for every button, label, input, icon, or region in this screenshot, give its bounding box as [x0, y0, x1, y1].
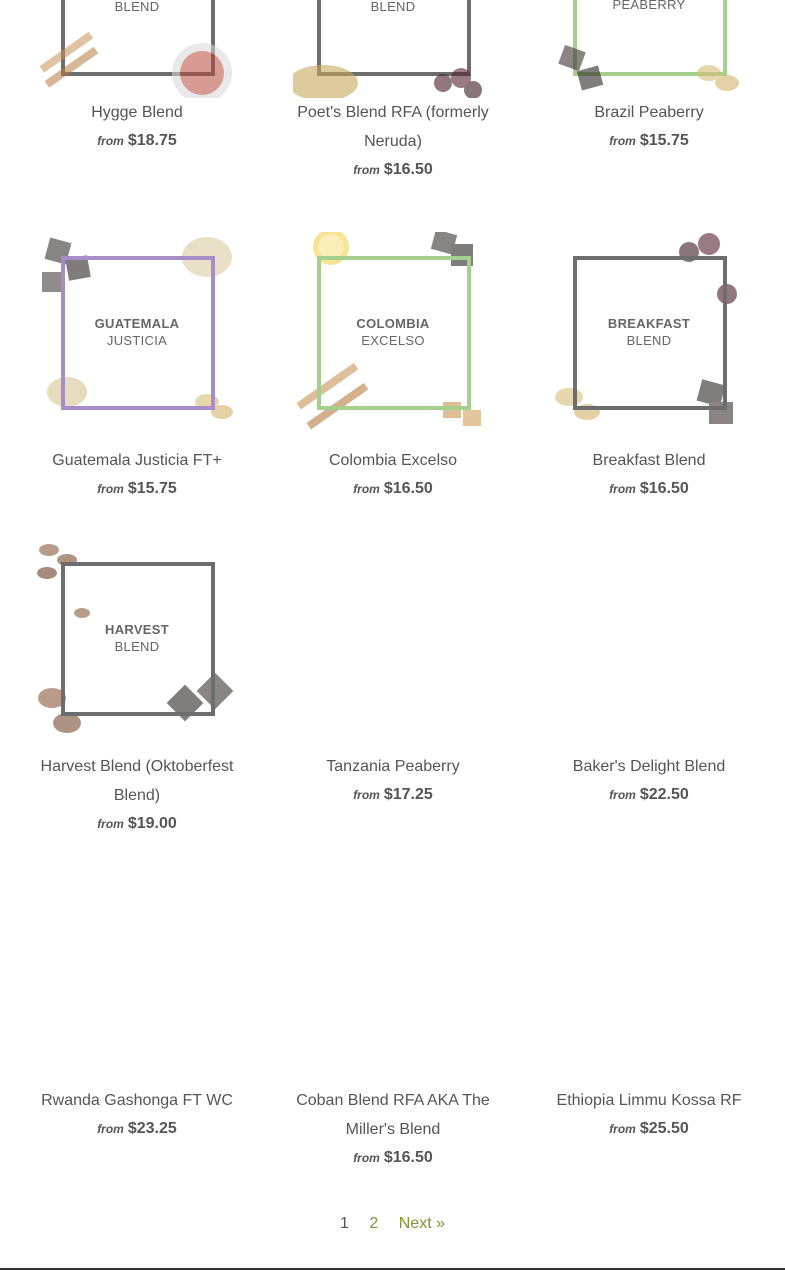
image-label: JUSTICIA [106, 333, 168, 348]
product-image[interactable]: BLEND [293, 0, 493, 98]
product-title[interactable]: Harvest Blend (Oktoberfest Blend) [40, 758, 234, 804]
product-title[interactable]: Coban Blend RFA AKA The Miller's Blend [296, 1092, 490, 1138]
product-price: from$17.25 [353, 786, 433, 803]
product-card[interactable]: Coban Blend RFA AKA The Miller's Blend f… [265, 872, 521, 1172]
product-title[interactable]: Breakfast Blend [592, 452, 706, 469]
product-title[interactable]: Brazil Peaberry [594, 104, 704, 121]
product-card[interactable]: HARVEST BLEND Harvest Blend (Oktoberfest… [9, 538, 265, 838]
product-image[interactable] [37, 872, 237, 1072]
product-card[interactable]: PEABERRY Brazil Peaberry from$15.75 [521, 0, 777, 155]
product-price: from$19.00 [97, 815, 177, 832]
product-title[interactable]: Baker's Delight Blend [572, 758, 726, 775]
product-title[interactable]: Colombia Excelso [328, 452, 458, 469]
product-image[interactable] [293, 872, 493, 1072]
product-title[interactable]: Tanzania Peaberry [326, 758, 460, 775]
product-price: from$16.50 [353, 161, 433, 178]
product-card[interactable]: BLEND Hygge Blend from$18.75 [9, 0, 265, 155]
image-label: HARVEST [105, 622, 169, 637]
product-image[interactable]: GUATEMALA JUSTICIA [37, 232, 237, 432]
pagination-next-link[interactable]: Next » [398, 1215, 445, 1232]
product-price: from$15.75 [97, 480, 177, 497]
product-card[interactable]: GUATEMALA JUSTICIA Guatemala Justicia FT… [9, 232, 265, 503]
product-price: from$16.50 [609, 480, 689, 497]
product-price: from$18.75 [97, 132, 177, 149]
product-card[interactable]: Baker's Delight Blend from$22.50 [521, 538, 777, 809]
product-image[interactable] [293, 538, 493, 738]
product-card[interactable]: Rwanda Gashonga FT WC from$23.25 [9, 872, 265, 1143]
product-title[interactable]: Poet's Blend RFA (formerly Neruda) [297, 104, 489, 150]
product-price: from$22.50 [609, 786, 689, 803]
image-label: BLEND [114, 639, 160, 654]
product-image[interactable]: HARVEST BLEND [37, 538, 237, 738]
footer-divider [0, 1268, 785, 1270]
product-image[interactable] [549, 872, 749, 1072]
image-label: BLEND [370, 0, 416, 14]
image-label: BLEND [114, 0, 160, 14]
image-label: COLOMBIA [356, 316, 430, 331]
image-label: PEABERRY [612, 0, 686, 12]
product-price: from$23.25 [97, 1120, 177, 1137]
product-card[interactable]: Ethiopia Limmu Kossa RF from$25.50 [521, 872, 777, 1143]
product-title[interactable]: Guatemala Justicia FT+ [52, 452, 222, 469]
product-card[interactable]: BREAKFAST BLEND Breakfast Blend from$16.… [521, 232, 777, 503]
product-price: from$15.75 [609, 132, 689, 149]
image-label: BLEND [626, 333, 672, 348]
product-card[interactable]: BLEND Poet's Blend RFA (formerly Neruda)… [265, 0, 521, 184]
product-title[interactable]: Ethiopia Limmu Kossa RF [556, 1092, 742, 1109]
image-label: GUATEMALA [94, 316, 180, 331]
product-title[interactable]: Hygge Blend [91, 104, 183, 121]
pagination-page-2-link[interactable]: 2 [369, 1215, 379, 1232]
product-image[interactable]: BLEND [37, 0, 237, 98]
product-image[interactable]: BREAKFAST BLEND [549, 232, 749, 432]
product-card[interactable]: Tanzania Peaberry from$17.25 [265, 538, 521, 809]
product-price: from$25.50 [609, 1120, 689, 1137]
image-label: BREAKFAST [607, 316, 691, 331]
product-image[interactable]: PEABERRY [549, 0, 749, 98]
product-price: from$16.50 [353, 480, 433, 497]
product-image[interactable]: COLOMBIA EXCELSO [293, 232, 493, 432]
product-card[interactable]: COLOMBIA EXCELSO Colombia Excelso from$1… [265, 232, 521, 503]
pagination: 1 2 Next » [0, 1215, 785, 1233]
product-title[interactable]: Rwanda Gashonga FT WC [41, 1092, 233, 1109]
product-price: from$16.50 [353, 1149, 433, 1166]
image-label: EXCELSO [361, 333, 425, 348]
pagination-current-page: 1 [340, 1215, 349, 1232]
product-image[interactable] [549, 538, 749, 738]
